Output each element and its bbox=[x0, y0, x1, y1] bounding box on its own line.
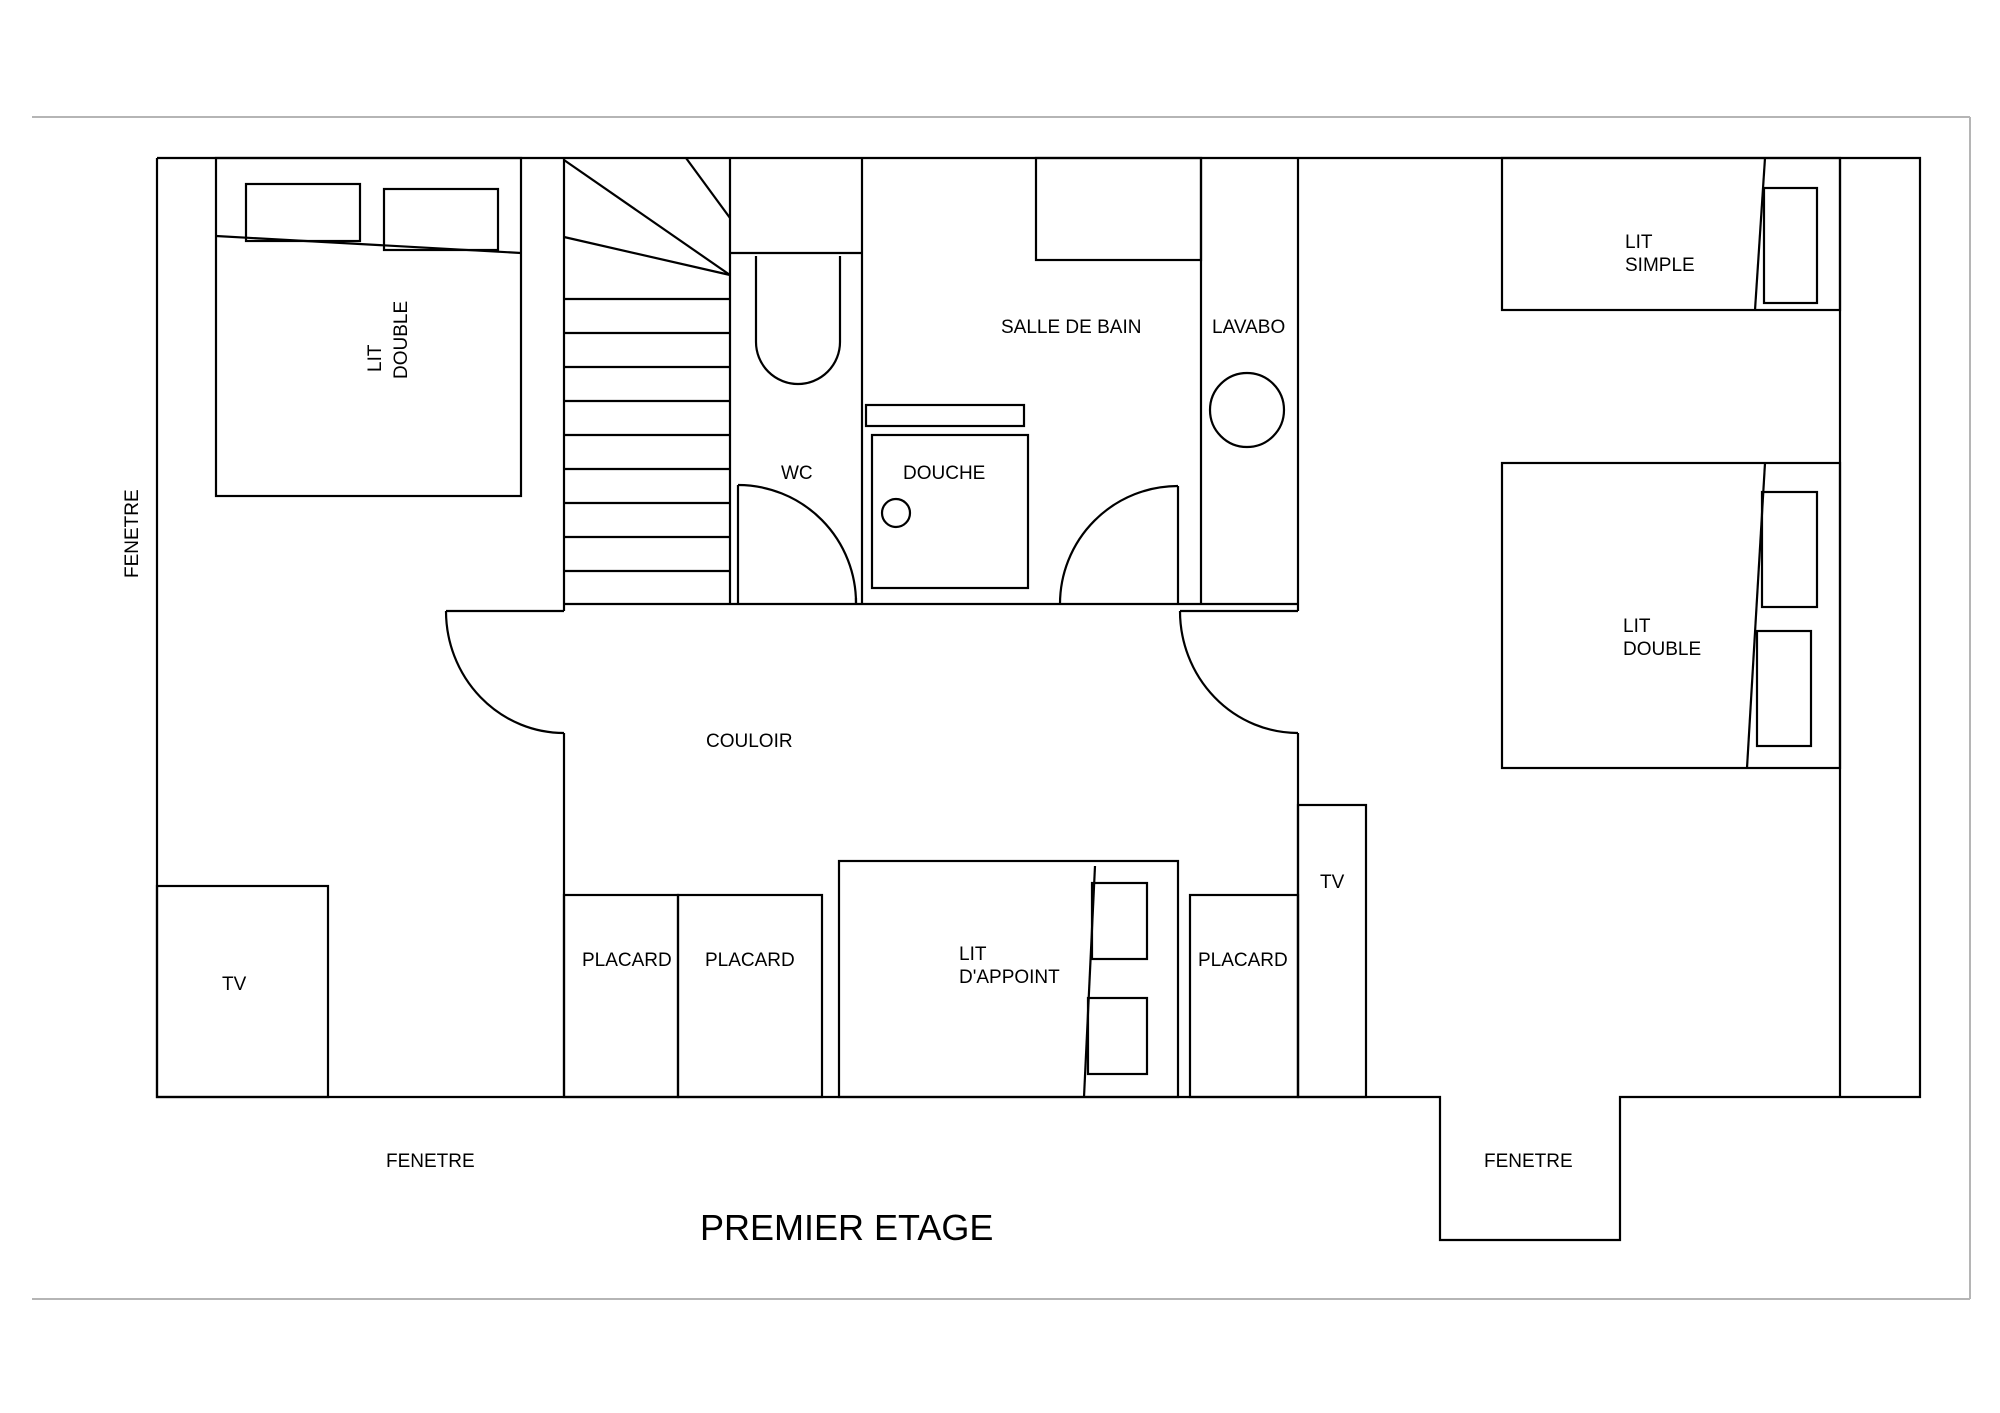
pillow bbox=[1760, 490, 1819, 609]
door-left-bedroom bbox=[444, 609, 565, 735]
staircase bbox=[563, 157, 731, 573]
tv-label: TV bbox=[1320, 872, 1345, 893]
bed-label: SIMPLE bbox=[1625, 255, 1695, 276]
door-right-bedroom bbox=[1178, 609, 1299, 735]
sink bbox=[1208, 371, 1286, 449]
toilet bbox=[754, 256, 842, 386]
pillow bbox=[1086, 996, 1149, 1076]
fixture-label: LAVABO bbox=[1212, 317, 1285, 338]
shower-tray bbox=[870, 433, 1030, 590]
placard-label: PLACARD bbox=[705, 950, 795, 971]
bed-double-left: LIT DOUBLE bbox=[214, 156, 523, 498]
pillow bbox=[244, 182, 362, 243]
pillow bbox=[1762, 186, 1819, 305]
pillow bbox=[382, 187, 500, 252]
wc-door bbox=[737, 483, 858, 605]
tv-unit-left: TV bbox=[155, 884, 330, 1099]
bed-double-right: LIT DOUBLE bbox=[1500, 461, 1842, 770]
floor-title: PREMIER ETAGE bbox=[700, 1207, 993, 1248]
bed-label: DOUBLE bbox=[391, 301, 412, 379]
fixture-label: DOUCHE bbox=[903, 463, 985, 484]
placards: PLACARD PLACARD PLACARD bbox=[562, 893, 1300, 1099]
bathroom: SALLE DE BAIN LAVABO DOUCHE bbox=[864, 156, 1286, 605]
bath-cabinet bbox=[1034, 156, 1203, 262]
placard-label: PLACARD bbox=[1198, 950, 1288, 971]
bathroom-door bbox=[1058, 484, 1179, 605]
window-label: FENETRE bbox=[122, 489, 143, 578]
shower-drain bbox=[880, 497, 912, 529]
bed-label: D'APPOINT bbox=[959, 967, 1060, 988]
tv-unit-right: TV bbox=[1296, 803, 1368, 1099]
bed-label: LIT bbox=[959, 944, 987, 965]
bed-label: LIT bbox=[1625, 232, 1653, 253]
wc: WC bbox=[736, 256, 858, 605]
tv-label: TV bbox=[222, 974, 247, 995]
pillow bbox=[1090, 881, 1149, 961]
bed-label: LIT bbox=[365, 344, 386, 372]
room-label: SALLE DE BAIN bbox=[1001, 317, 1141, 338]
pillow bbox=[1755, 629, 1813, 748]
bed-single-right: LIT SIMPLE bbox=[1500, 156, 1842, 312]
bed-label: DOUBLE bbox=[1623, 639, 1701, 660]
bed-lit-appoint: LIT D'APPOINT bbox=[837, 859, 1180, 1099]
page-frame bbox=[32, 116, 1971, 1300]
room-label: WC bbox=[781, 463, 813, 484]
bed-label: LIT bbox=[1623, 616, 1651, 637]
window-label: FENETRE bbox=[386, 1151, 475, 1172]
shelf bbox=[864, 403, 1026, 428]
window-label: FENETRE bbox=[1484, 1151, 1573, 1172]
room-label: COULOIR bbox=[706, 731, 793, 752]
placard-label: PLACARD bbox=[582, 950, 672, 971]
